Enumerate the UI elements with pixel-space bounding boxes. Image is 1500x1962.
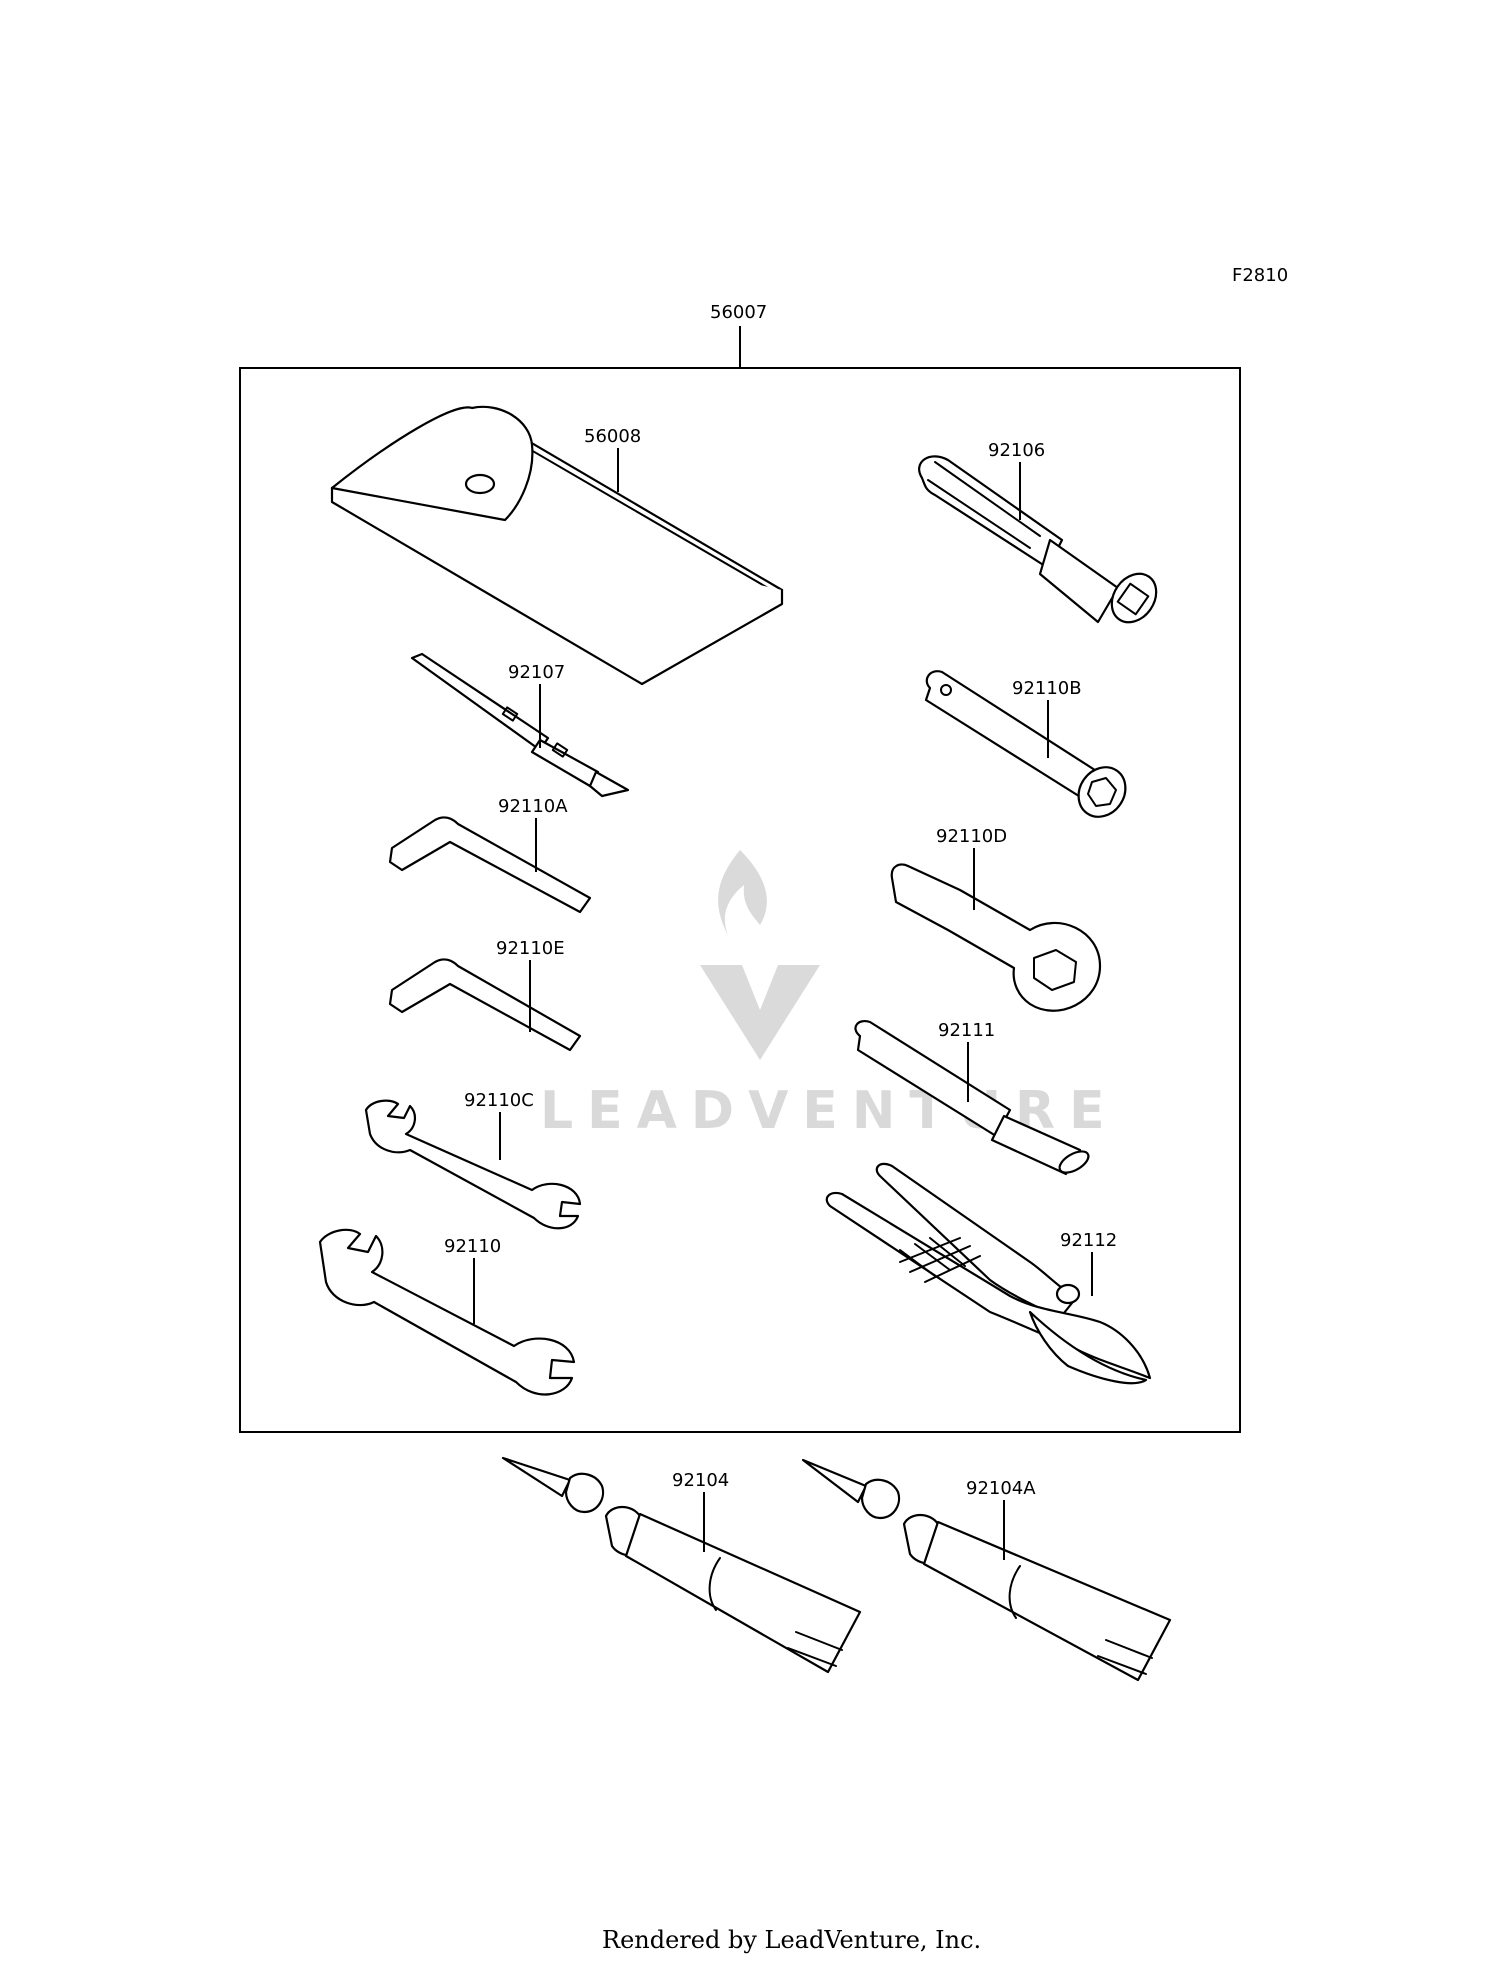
box-wrench-92110b-drawing bbox=[924, 670, 1127, 818]
watermark-logo bbox=[700, 850, 820, 1060]
hex-key-92110e-drawing bbox=[388, 958, 582, 1052]
label-92110c: 92110C bbox=[464, 1090, 534, 1111]
label-92107: 92107 bbox=[508, 662, 565, 683]
label-92110d: 92110D bbox=[936, 826, 1007, 847]
hex-key-92110a-drawing bbox=[388, 816, 592, 914]
label-92110e: 92110E bbox=[496, 938, 565, 959]
extension-bar-92111-drawing bbox=[854, 1020, 1090, 1176]
grease-tube-92104-drawing bbox=[501, 1456, 862, 1674]
tool-pouch-drawing bbox=[330, 405, 784, 686]
label-92111: 92111 bbox=[938, 1020, 995, 1041]
open-wrench-92110c-drawing bbox=[364, 1099, 582, 1230]
screwdriver-bit-92107-drawing bbox=[410, 652, 630, 798]
handle-92106-drawing bbox=[918, 455, 1158, 624]
label-92106: 92106 bbox=[988, 440, 1045, 461]
grease-tube-92104a-drawing bbox=[801, 1458, 1172, 1682]
open-wrench-92110-drawing bbox=[318, 1228, 576, 1396]
label-92110: 92110 bbox=[444, 1236, 501, 1257]
figure-code: F2810 bbox=[1232, 265, 1288, 286]
footer-credit: Rendered by LeadVenture, Inc. bbox=[602, 1926, 981, 1954]
label-56007: 56007 bbox=[710, 302, 767, 323]
label-92104a: 92104A bbox=[966, 1478, 1036, 1499]
label-92110b: 92110B bbox=[1012, 678, 1082, 699]
pliers-92112-drawing bbox=[825, 1162, 1152, 1385]
label-92110a: 92110A bbox=[498, 796, 568, 817]
ring-wrench-92110d-drawing bbox=[890, 863, 1102, 1012]
label-92112: 92112 bbox=[1060, 1230, 1117, 1251]
label-92104: 92104 bbox=[672, 1470, 729, 1491]
label-56008: 56008 bbox=[584, 426, 641, 447]
